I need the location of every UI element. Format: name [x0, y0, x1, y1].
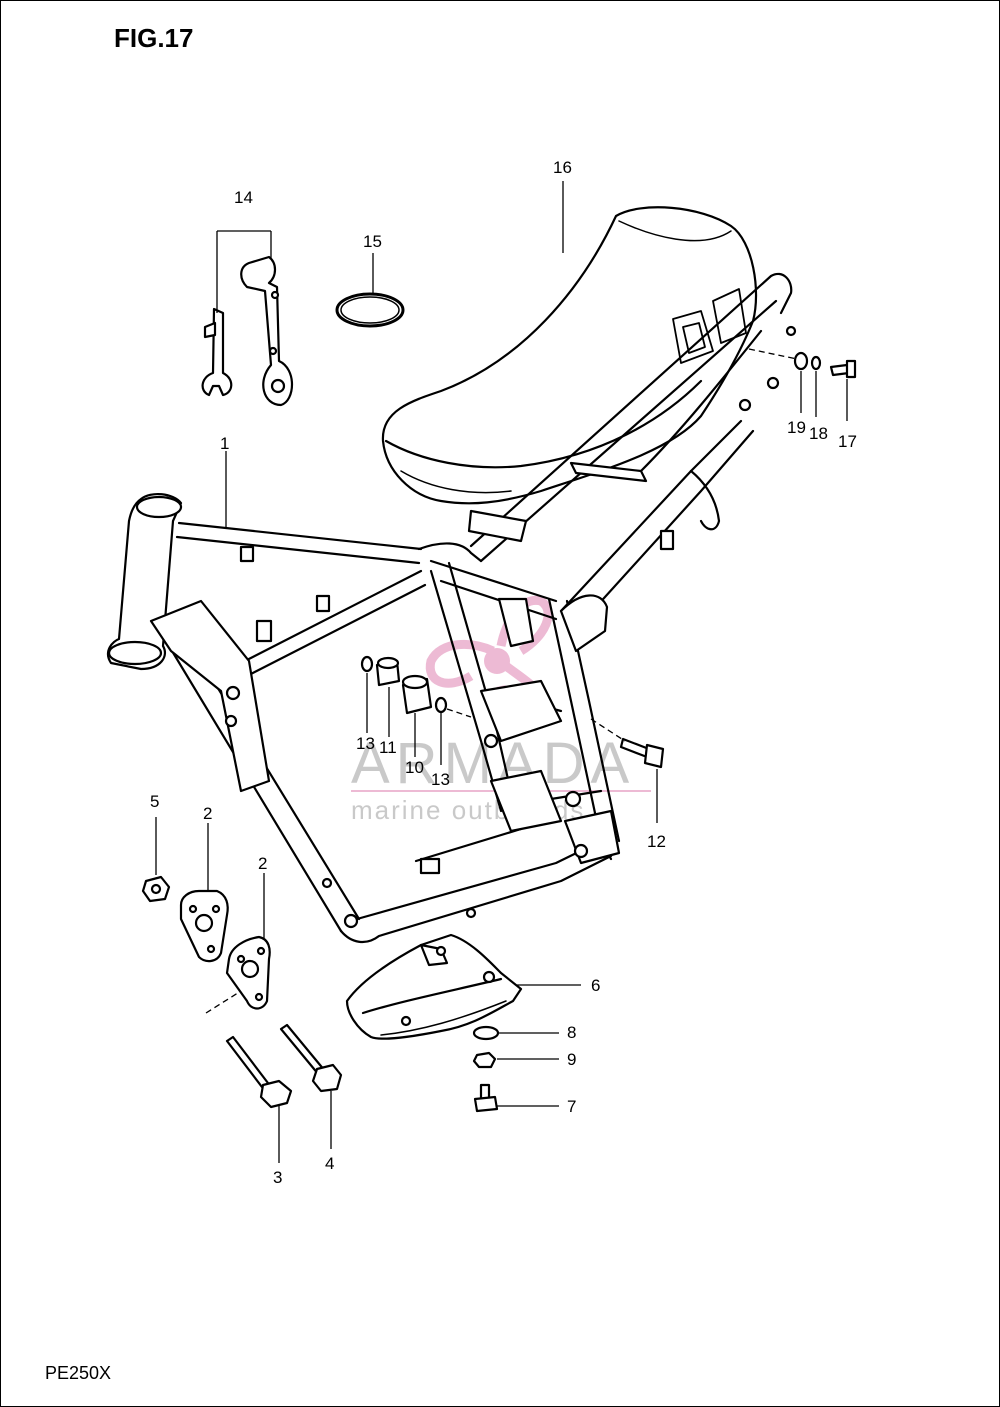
engine-mount-plate-part-2b — [225, 935, 271, 1010]
tool-kit-part-14 — [201, 255, 293, 407]
callout-12: 12 — [647, 832, 666, 851]
washer-part-8 — [472, 1025, 500, 1041]
bushing-set-parts-10-11-13 — [360, 655, 448, 715]
frame-part-1 — [106, 272, 797, 944]
callout-11: 11 — [379, 738, 397, 757]
callout-7: 7 — [567, 1097, 576, 1116]
callout-6: 6 — [591, 976, 600, 995]
seat-bolt-part-17 — [829, 359, 857, 379]
callout-9: 9 — [567, 1050, 576, 1069]
callout-15: 15 — [363, 232, 382, 251]
callout-2a: 2 — [203, 804, 212, 823]
lock-washer-part-18 — [810, 355, 822, 371]
callout-16: 16 — [553, 158, 572, 177]
callout-1: 1 — [220, 434, 229, 453]
callout-4: 4 — [325, 1154, 334, 1173]
bolt-part-12 — [619, 737, 665, 769]
callout-17: 17 — [838, 432, 857, 451]
callout-3: 3 — [273, 1168, 282, 1187]
engine-mount-plate-part-2a — [179, 889, 229, 963]
seat-part-16: PE — [381, 206, 758, 505]
model-code: PE250X — [45, 1363, 112, 1383]
callout-10: 10 — [405, 758, 424, 777]
leader-lines — [155, 181, 848, 1163]
callout-2b: 2 — [258, 854, 267, 873]
callout-13b: 13 — [431, 770, 450, 789]
bolt-part-3 — [225, 1035, 293, 1109]
o-ring-part-15 — [335, 292, 405, 328]
callout-19: 19 — [787, 418, 806, 437]
bolt-part-4 — [279, 1023, 343, 1093]
callout-5: 5 — [150, 792, 159, 811]
callout-13a: 13 — [356, 734, 375, 753]
callout-18: 18 — [809, 424, 828, 443]
figure-title: FIG.17 — [114, 23, 194, 53]
nut-part-9 — [472, 1051, 497, 1069]
callout-8: 8 — [567, 1023, 576, 1042]
bolt-part-7 — [473, 1083, 499, 1113]
callout-14: 14 — [234, 188, 253, 207]
washer-part-19 — [793, 351, 809, 371]
nut-part-5 — [141, 875, 171, 903]
callout-labels: 1 2 2 3 4 5 6 7 8 9 10 11 12 13 13 14 15… — [150, 158, 857, 1187]
engine-guard-part-6 — [345, 933, 523, 1040]
